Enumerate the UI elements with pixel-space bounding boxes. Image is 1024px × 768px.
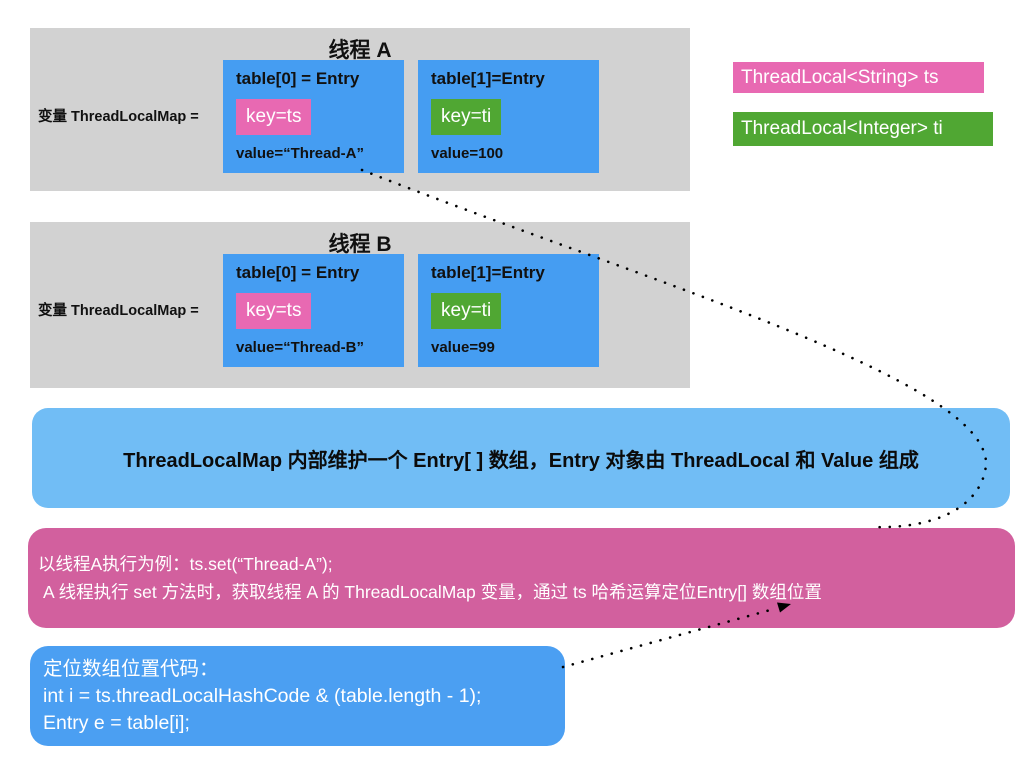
entry-title: table[1]=Entry — [431, 69, 545, 88]
set-example-note: 以线程A执行为例：ts.set(“Thread-A”); A 线程执行 set … — [28, 528, 1015, 628]
entry-value: value=99 — [431, 339, 495, 356]
thread-b-var-label: 变量 ThreadLocalMap = — [38, 303, 199, 319]
entry-value: value=“Thread-A” — [236, 145, 364, 162]
set-example-line2: A 线程执行 set 方法时，获取线程 A 的 ThreadLocalMap 变… — [43, 582, 822, 602]
entry-value: value=“Thread-B” — [236, 339, 364, 356]
entry-key-chip: key=ti — [431, 293, 502, 329]
legend-threadlocal-string: ThreadLocal<String> ts — [733, 62, 984, 93]
thread-a-entry-1: table[1]=Entry key=ti value=100 — [418, 60, 599, 173]
threadlocalmap-note: ThreadLocalMap 内部维护一个 Entry[ ] 数组，Entry … — [32, 408, 1010, 508]
thread-b-entry-1: table[1]=Entry key=ti value=99 — [418, 254, 599, 367]
thread-a-entry-0: table[0] = Entry key=ts value=“Thread-A” — [223, 60, 404, 173]
thread-a-panel: 线程 A 变量 ThreadLocalMap = table[0] = Entr… — [30, 28, 690, 191]
entry-title: table[1]=Entry — [431, 263, 545, 282]
thread-a-title: 线程 A — [328, 39, 392, 62]
entry-value: value=100 — [431, 145, 504, 162]
entry-key-chip: key=ts — [236, 99, 312, 135]
thread-a-var-label: 变量 ThreadLocalMap = — [38, 109, 199, 125]
entry-key-chip: key=ts — [236, 293, 312, 329]
set-example-line1: 以线程A执行为例：ts.set(“Thread-A”); — [38, 553, 333, 574]
entry-key-chip: key=ti — [431, 99, 502, 135]
entry-title: table[0] = Entry — [236, 69, 360, 88]
entry-title: table[0] = Entry — [236, 263, 360, 282]
legend-threadlocal-integer: ThreadLocal<Integer> ti — [733, 112, 993, 146]
thread-b-panel: 线程 B 变量 ThreadLocalMap = table[0] = Entr… — [30, 222, 690, 388]
code-title: 定位数组位置代码： — [43, 657, 219, 680]
code-line2: Entry e = table[i]; — [43, 711, 190, 734]
locate-code-box: 定位数组位置代码： int i = ts.threadLocalHashCode… — [30, 646, 565, 746]
thread-b-entry-0: table[0] = Entry key=ts value=“Thread-B” — [223, 254, 404, 367]
code-line1: int i = ts.threadLocalHashCode & (table.… — [43, 684, 482, 707]
